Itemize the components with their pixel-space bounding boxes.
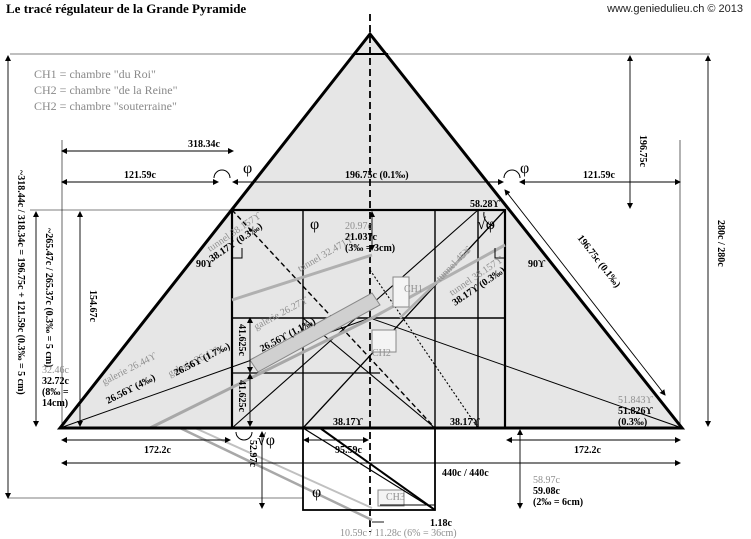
phi-sub: φ [312,484,321,501]
label-left-265: ~265.47c / 265.37c (0.3‰ = 5 cm) [43,228,54,367]
chamber-1 [392,276,410,308]
chamber-3 [377,489,405,507]
label-14: 14cm) [42,398,68,409]
label-3817-b: 38.17ϒ [450,417,481,428]
label-ch3: CH3 [386,492,405,503]
label-196-vertical: 196.75c [637,135,648,168]
dim-196-slant [504,189,666,396]
sqrt-phi-base: √φ [257,432,275,449]
label-left-total: ~318.44c / 318.34c = 196.75c + 121.59c (… [15,170,26,395]
label-172-left: 172.2c [144,445,172,456]
label-2: (2‰ = 6cm) [533,497,583,508]
label-ch1: CH1 [404,284,423,295]
label-03: (0.3‰) [618,417,647,428]
phi-top-right: φ [520,160,529,177]
label-5908: 59.08c [533,486,561,497]
diagonal-solid-a [302,209,506,429]
label-51826: 51.826ϒ [618,406,654,417]
label-20: 20.97c [345,221,373,232]
label-3: (3‰ = 3cm) [345,243,395,254]
phi-arc-left [213,169,231,179]
label-318: 318.34c [188,139,221,150]
gallery-ascending [149,316,373,430]
label-172-right: 172.2c [574,445,602,456]
label-440: 440c / 440c [442,468,489,479]
phi-arc-right [503,169,521,179]
label-196-slant: 196.75c (0.1‰) [575,233,623,290]
diagram-title: Le tracé régulateur de la Grande Pyramid… [6,1,247,16]
chamber-legend: CH1 = chambre "du Roi" CH2 = chambre "de… [34,66,178,114]
label-90-left: 90ϒ [196,259,214,270]
phi-frame: φ [310,216,319,233]
diagonal-cross [302,317,436,429]
label-3817-a: 38.17ϒ [333,417,364,428]
label-121-right: 121.59c [583,170,616,181]
label-280: 280c / 280c [715,220,726,267]
label-121-left: 121.59c [124,170,157,181]
chamber-2 [371,329,397,353]
grand-gallery [249,292,381,373]
label-52: 52.97c [247,440,258,468]
legend-ch3: CH2 = chambre "souterraine" [34,99,177,113]
legend-ch1: CH1 = chambre "du Roi" [34,67,156,81]
label-41-lower: 41.625c [236,380,247,413]
angle-arc-90l [232,248,243,259]
phi-top-left: φ [243,160,252,177]
label-41-upper: 41.625c [236,324,247,357]
label-118: 1.18c [430,518,453,529]
label-196: 196.75c (0.1‰) [345,170,409,181]
label-3272: 32.72c [42,376,70,387]
phi-arc-base [235,431,253,441]
tunnel-left [231,253,373,302]
label-5897: 58.97c [533,475,561,486]
credit-text: www.geniedulieu.ch © 2013 [607,3,743,15]
label-3246: 32.46c [42,365,70,376]
label-ch2: CH2 [372,348,391,359]
sqrt-phi-top: √φ [477,216,495,233]
label-8: (8‰ = [42,387,69,398]
angle-arc-90r [494,248,505,259]
label-51843: 51.843ϒ [618,395,654,406]
label-90-right: 90ϒ [528,259,546,270]
tunnel-45 [399,249,471,319]
label-1059: 10.59c / 11.28c (6% = 36cm) [340,528,457,539]
label-58: 58.28ϒ [470,199,501,210]
label-95: 95.59c [335,445,363,456]
label-154: 154.67c [87,290,98,323]
angle-arc-58 [483,211,495,227]
gallery-descending [179,426,373,522]
label-21: 21.037c [345,232,378,243]
legend-ch2: CH2 = chambre "de la Reine" [34,83,178,97]
